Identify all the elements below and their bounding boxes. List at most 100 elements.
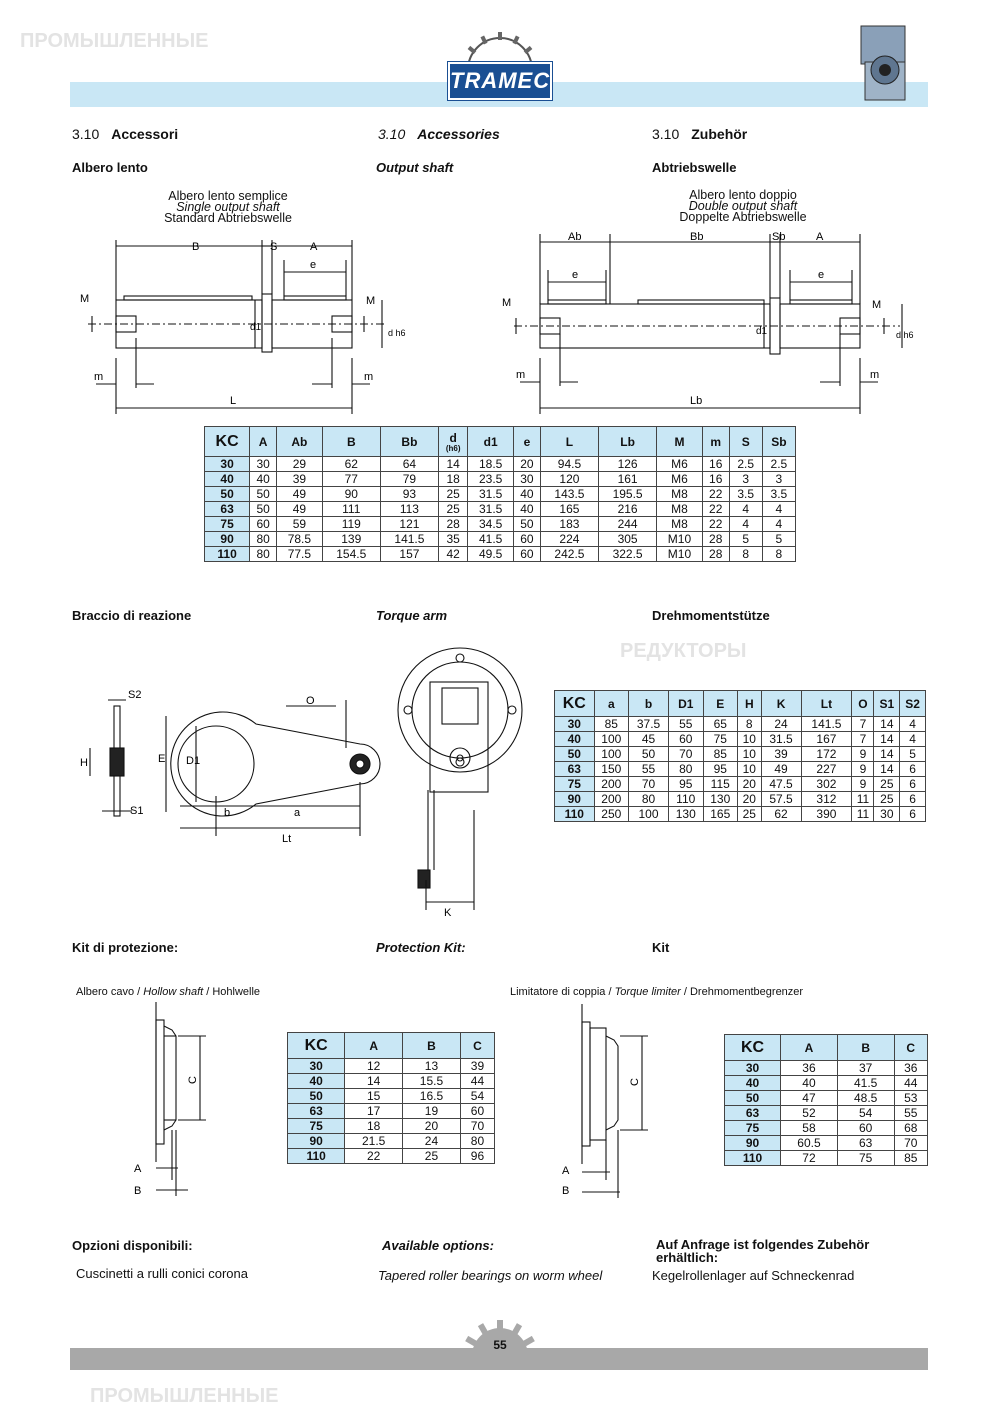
dim-label-b: B bbox=[192, 241, 199, 253]
column-header: d1 bbox=[467, 426, 514, 457]
header-label: S bbox=[741, 434, 750, 449]
table-cell: 18.5 bbox=[467, 456, 514, 472]
row-size-cell: 110 bbox=[286, 1148, 346, 1164]
row-size-cell: 90 bbox=[203, 531, 251, 547]
table-cell: 3 bbox=[761, 471, 797, 487]
watermark: ПРОМЫШЛЕННЫЕ bbox=[90, 1385, 279, 1407]
table-cell: 34.5 bbox=[467, 516, 514, 532]
table-cell: 70 bbox=[668, 746, 704, 762]
table-cell: 20 bbox=[402, 1118, 461, 1134]
table-cell: 37.5 bbox=[628, 716, 669, 732]
table-cell: 12 bbox=[344, 1058, 404, 1074]
table-cell: 10 bbox=[737, 731, 762, 747]
row-size-cell: 90 bbox=[723, 1135, 782, 1151]
header-label: A bbox=[369, 1038, 378, 1053]
table-cell: 41.5 bbox=[467, 531, 514, 547]
header-label: b bbox=[644, 696, 653, 711]
table-cell: 16 bbox=[701, 456, 730, 472]
table-cell: 167 bbox=[800, 731, 853, 747]
table-cell: 54 bbox=[459, 1088, 496, 1104]
table-cell: 68 bbox=[893, 1120, 929, 1136]
column-header-kc: KC bbox=[723, 1034, 782, 1061]
table-cell: 75 bbox=[702, 731, 738, 747]
table-cell: 53 bbox=[893, 1090, 929, 1106]
row-size-cell: 110 bbox=[723, 1150, 782, 1166]
table-cell: M10 bbox=[656, 546, 703, 562]
table-cell: 41.5 bbox=[836, 1075, 895, 1091]
dim-label-a: A bbox=[562, 1165, 570, 1177]
table-cell: 14 bbox=[873, 731, 901, 747]
column-header: A bbox=[780, 1034, 838, 1061]
table-cell: 45 bbox=[628, 731, 669, 747]
torque-arm-heading-en: Torque arm bbox=[376, 608, 448, 623]
torque-arm-heading-de: Drehmomentstütze bbox=[652, 608, 770, 623]
table-cell: 10 bbox=[737, 761, 762, 777]
row-size-cell: 50 bbox=[203, 486, 251, 502]
table-cell: 31.5 bbox=[760, 731, 802, 747]
table-cell: 242.5 bbox=[539, 546, 600, 562]
table-cell: 80 bbox=[668, 761, 704, 777]
table-cell: 50 bbox=[512, 516, 541, 532]
table-cell: 60 bbox=[249, 516, 278, 532]
row-size-cell: 50 bbox=[286, 1088, 346, 1104]
table-cell: 40 bbox=[512, 486, 541, 502]
column-header: M bbox=[656, 426, 703, 457]
table-cell: 80 bbox=[249, 531, 278, 547]
table-cell: 28 bbox=[437, 516, 469, 532]
header-label: Sb bbox=[771, 434, 787, 449]
torque-arm-drawing: S2 O H E D1 S1 b a Lt bbox=[80, 689, 381, 845]
column-header: B bbox=[836, 1034, 895, 1061]
table-cell: 5 bbox=[761, 531, 797, 547]
dim-label-m: m bbox=[870, 369, 879, 381]
header-label: D1 bbox=[678, 696, 694, 711]
table-cell: 15.5 bbox=[402, 1073, 461, 1089]
table-cell: M6 bbox=[656, 471, 703, 487]
header-label: K bbox=[776, 696, 786, 711]
table-cell: 20 bbox=[737, 791, 762, 807]
dim-label-l: L bbox=[230, 395, 236, 407]
table-cell: 36 bbox=[780, 1060, 838, 1076]
dim-label-e: e bbox=[818, 269, 824, 281]
column-header: E bbox=[702, 690, 738, 717]
table-cell: 80 bbox=[628, 791, 669, 807]
header-label: KC bbox=[562, 694, 586, 712]
column-header-kc: KC bbox=[554, 690, 595, 717]
table-cell: 37 bbox=[836, 1060, 895, 1076]
column-header: C bbox=[459, 1032, 496, 1059]
table-cell: 24 bbox=[402, 1133, 461, 1149]
table-cell: 59 bbox=[276, 516, 323, 532]
table-cell: 90 bbox=[321, 486, 381, 502]
header-label: A bbox=[258, 434, 268, 449]
table-cell: 141.5 bbox=[379, 531, 439, 547]
row-size-cell: 75 bbox=[203, 516, 251, 532]
table-cell: 6 bbox=[899, 776, 926, 792]
table-cell: 305 bbox=[598, 531, 658, 547]
table-cell: 72 bbox=[780, 1150, 838, 1166]
table-cell: 20 bbox=[737, 776, 762, 792]
header-label: Bb bbox=[401, 434, 418, 449]
table-cell: 39 bbox=[760, 746, 802, 762]
table-cell: 47 bbox=[780, 1090, 838, 1106]
output-shaft-heading-de: Abtriebswelle bbox=[652, 160, 737, 175]
table-cell: 4 bbox=[761, 501, 797, 517]
header-label: A bbox=[804, 1040, 814, 1055]
table-cell: M10 bbox=[656, 531, 703, 547]
header-label: e bbox=[523, 434, 531, 449]
options-heading-it: Opzioni disponibili: bbox=[72, 1238, 193, 1253]
table-cell: 6 bbox=[899, 791, 926, 807]
column-header: B bbox=[321, 426, 381, 457]
row-size-cell: 63 bbox=[723, 1105, 782, 1121]
table-cell: 30 bbox=[249, 456, 278, 472]
